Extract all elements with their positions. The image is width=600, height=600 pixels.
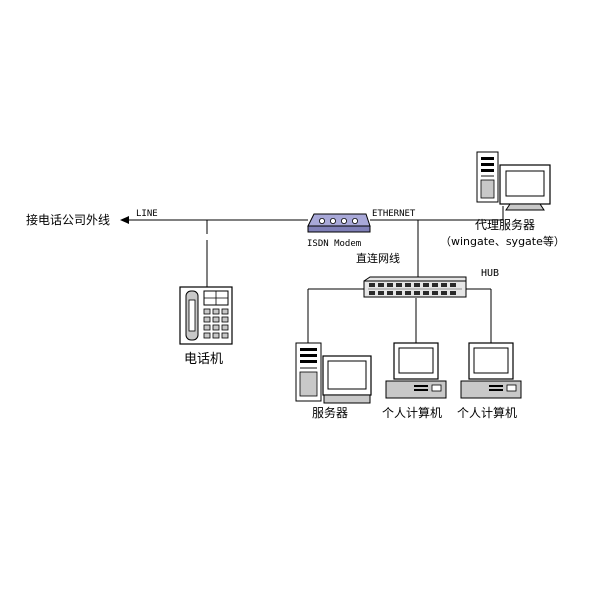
proxy-server-label: 代理服务器 [475, 217, 535, 232]
telephone-icon [179, 286, 233, 345]
pc-1-label: 个人计算机 [382, 405, 442, 420]
pc-2-label: 个人计算机 [457, 405, 517, 420]
server-label: 服务器 [312, 405, 348, 420]
telephone-label: 电话机 [184, 352, 223, 367]
proxy-software-label: （wingate、sygate等） [440, 234, 565, 248]
external-line-label: 接电话公司外线 [26, 212, 110, 227]
proxy-server-icon [476, 151, 551, 211]
desktop-computer-icon [385, 342, 447, 399]
hub-icon [363, 276, 467, 298]
direct-cable-label: 直连网线 [356, 251, 400, 265]
isdn-modem-label: ISDN Modem [307, 239, 361, 249]
hub-label: HUB [481, 268, 499, 279]
desktop-computer-icon [460, 342, 522, 399]
modem-icon [307, 213, 371, 233]
wiring [128, 206, 504, 345]
server-icon [295, 342, 372, 404]
arrow-left-icon [120, 216, 129, 224]
ethernet-label: ETHERNET [372, 209, 416, 219]
line-label: LINE [136, 209, 158, 219]
